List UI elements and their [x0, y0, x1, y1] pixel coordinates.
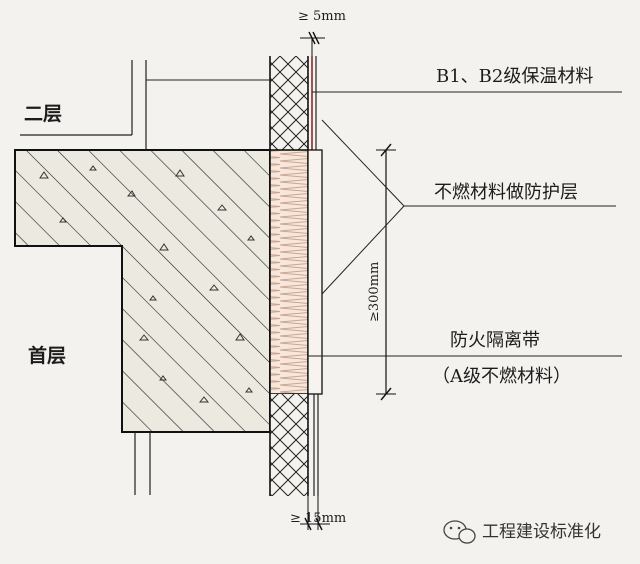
floor-ground-label: 首层	[28, 344, 66, 367]
firebreak-material-label: （A级不燃材料）	[432, 366, 571, 387]
insulation-lower	[269, 394, 309, 496]
bottom-dimension-label: ≥ 15mm	[290, 511, 346, 526]
protective-layer	[307, 56, 323, 496]
top-dimension-marker	[300, 31, 325, 56]
vertical-dimension-marker	[376, 143, 396, 401]
floor-upper-label: 二层	[24, 103, 62, 125]
leader-lines	[308, 91, 622, 357]
ground-wall	[134, 432, 151, 495]
bottom-dimension-marker	[300, 496, 330, 531]
vertical-dimension-label: ≥300mm	[367, 262, 382, 322]
fire-barrier	[269, 149, 309, 395]
insulation-label: B1、B2级保温材料	[436, 66, 593, 87]
watermark-text: 工程建设标准化	[482, 522, 601, 542]
protective-layer-label: 不燃材料做防护层	[434, 182, 578, 203]
firebreak-label: 防火隔离带	[450, 330, 540, 351]
top-dimension-label: ≥ 5mm	[298, 9, 346, 24]
concrete-slab	[14, 149, 271, 433]
wechat-icon	[443, 520, 476, 544]
insulation-upper	[269, 56, 309, 150]
upper-wall	[20, 60, 270, 150]
